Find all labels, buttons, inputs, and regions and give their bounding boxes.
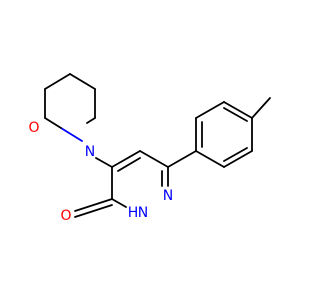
bond: [44, 73, 71, 90]
bonds: [44, 73, 271, 218]
bond: [223, 147, 248, 162]
bond: [195, 150, 225, 168]
bond: [74, 198, 113, 212]
molecule-diagram: O N N H N O: [28, 73, 271, 224]
bond: [111, 198, 127, 208]
bond: [195, 101, 225, 119]
bond: [167, 150, 197, 168]
bond: [223, 107, 248, 122]
bond: [251, 97, 271, 119]
bond: [74, 204, 113, 218]
carbonyl-oxygen-label: O: [60, 208, 71, 224]
bond: [139, 150, 169, 168]
ring-nitrogen-label: N: [163, 188, 173, 204]
nh-hydrogen-label: H: [128, 205, 139, 221]
bond: [44, 117, 62, 129]
bond: [117, 157, 141, 172]
bond: [60, 127, 83, 142]
bond: [223, 101, 253, 119]
morpholine-oxygen-label: O: [28, 120, 39, 136]
bond: [69, 73, 96, 90]
bond: [223, 150, 253, 168]
nh-nitrogen-label: N: [138, 205, 148, 221]
morpholine-nitrogen-label: N: [85, 144, 95, 160]
bond: [111, 150, 141, 168]
bond: [86, 117, 96, 124]
bond: [95, 157, 113, 168]
structure-canvas: O N N H N O: [28, 73, 271, 224]
